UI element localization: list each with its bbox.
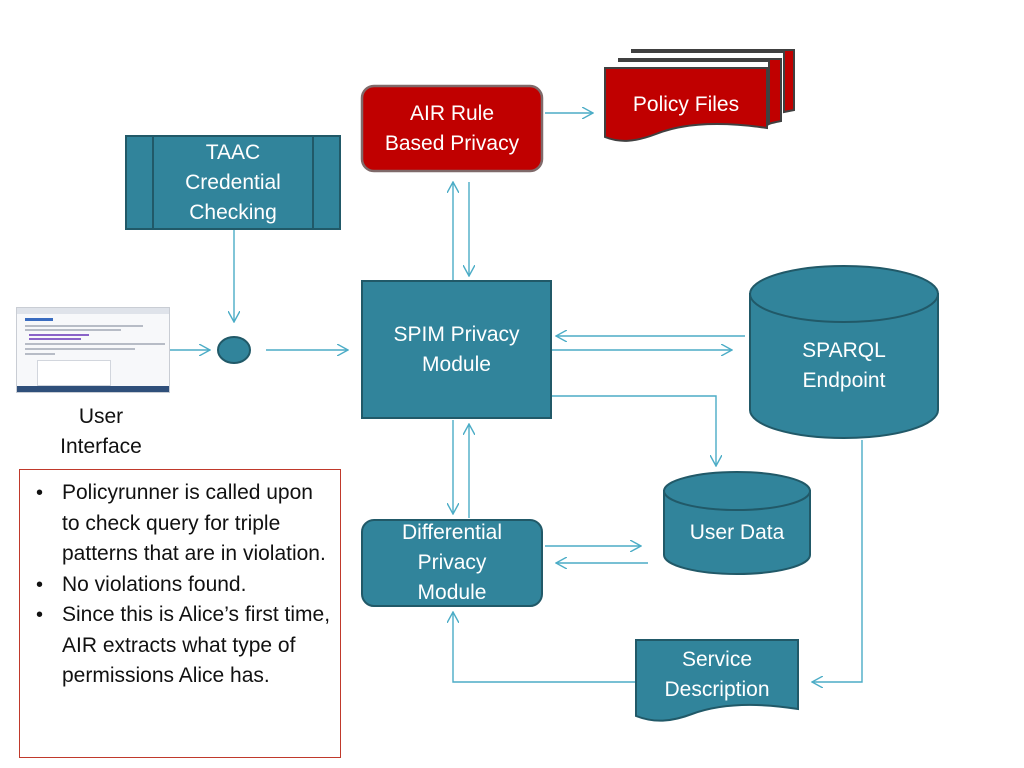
- user-interface-line-2: Interface: [60, 435, 142, 458]
- spim-box: [361, 280, 552, 419]
- user-data-cylinder: [663, 471, 811, 575]
- user-interface-caption: User Interface: [40, 402, 162, 462]
- sparql-cylinder: [749, 265, 939, 439]
- service-description-shape: [635, 639, 799, 722]
- arrow-sparql-to-service: [812, 440, 863, 682]
- differential-box: [361, 519, 543, 607]
- air-rule-box: [360, 84, 544, 173]
- notes-box: Policyrunner is called upon to check que…: [19, 469, 341, 758]
- user-interface-line-1: User: [78, 405, 124, 428]
- note-item: Policyrunner is called upon to check que…: [26, 478, 332, 570]
- user-interface-thumbnail: [16, 307, 170, 393]
- taac-box: [125, 135, 341, 230]
- notes-list: Policyrunner is called upon to check que…: [26, 478, 332, 692]
- note-item: Since this is Alice’s first time, AIR ex…: [26, 600, 332, 692]
- note-item: No violations found.: [26, 570, 332, 601]
- arrow-service-to-differential: [453, 612, 636, 683]
- policy-files-stack: [604, 49, 795, 142]
- arrow-spim-to-userdata: [552, 395, 716, 466]
- junction-circle: [217, 336, 251, 364]
